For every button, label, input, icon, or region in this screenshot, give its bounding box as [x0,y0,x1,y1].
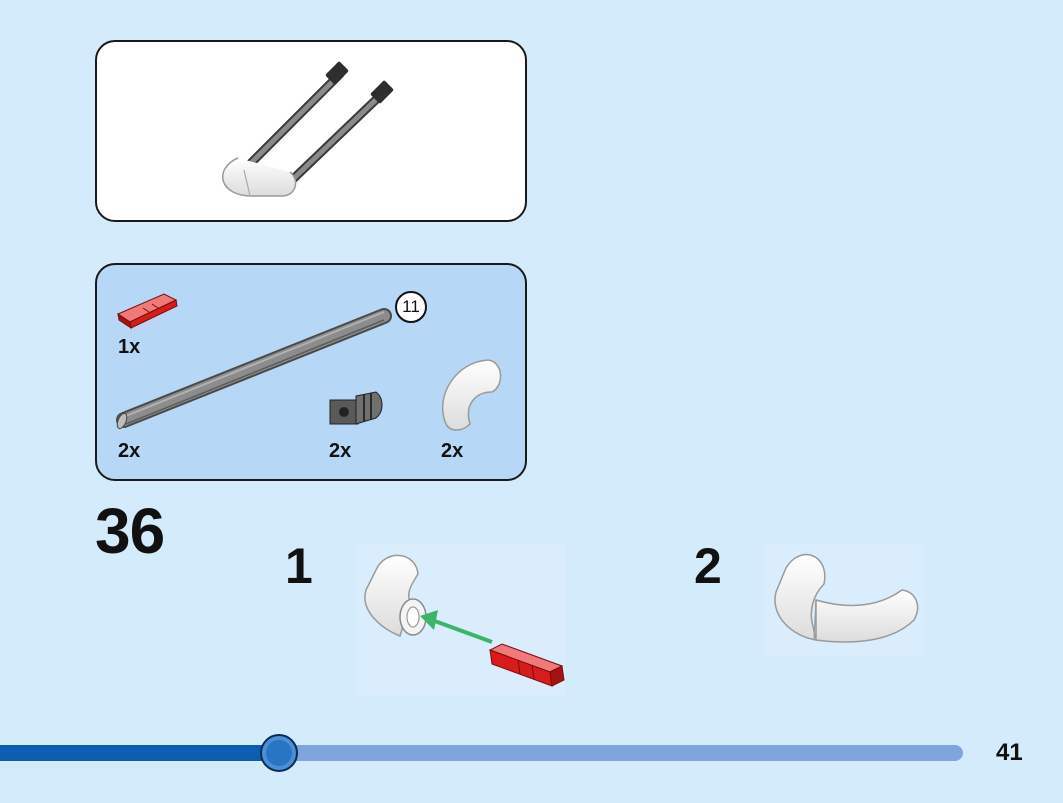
part-axle-illustration [116,308,392,430]
part-quantity-bushing: 2x [329,440,352,462]
result-preview-panel [95,40,527,222]
page-number: 41 [996,739,1023,766]
part-quantity-curved-tube: 2x [441,440,464,462]
axle-length-badge: 11 [395,291,427,323]
result-assembly-illustration [222,61,394,197]
part-curved-tube-illustration [441,359,502,431]
substep-number-1: 1 [285,538,313,594]
step-number: 36 [95,495,165,567]
progress-indicator-knob [260,734,298,772]
substep-2-illustration [764,545,924,655]
substep-number-2: 2 [694,538,722,594]
part-bushing-illustration [329,391,383,425]
substep-1-illustration [356,545,566,695]
part-quantity-axle: 2x [118,440,141,462]
progress-fill [0,745,279,761]
part-connector-pin-illustration [116,293,178,330]
part-quantity-connector: 1x [118,336,141,358]
